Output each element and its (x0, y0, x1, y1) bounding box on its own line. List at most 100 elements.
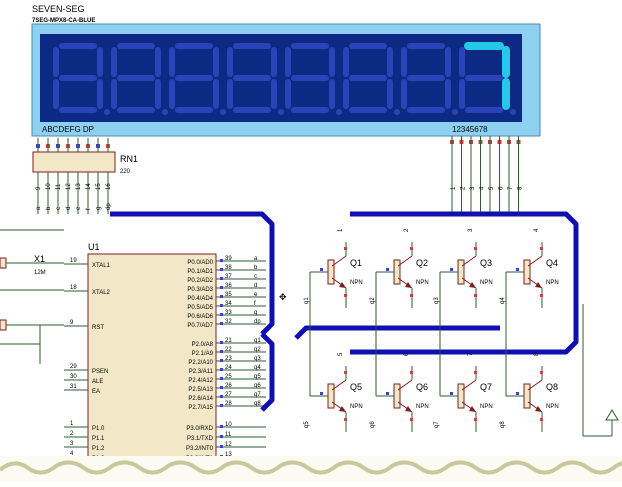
rn1-net-label: b (46, 206, 52, 210)
mcu-pin-number: 19 (70, 258, 77, 264)
resistor-network-rn1[interactable] (32, 151, 116, 173)
mcu-pin-p1.0: P1.0 (92, 426, 105, 432)
mcu-pin-number: 39 (225, 256, 232, 262)
rn1-net-label: dp (106, 203, 112, 210)
net-label: dp (254, 319, 261, 325)
net-label: f (254, 301, 256, 307)
transistor-name: Q6 (416, 382, 428, 392)
transistor-type: NPN (350, 280, 363, 286)
base-bus (294, 325, 500, 340)
net-label: q1 (254, 338, 261, 344)
transistor-name: Q8 (546, 382, 558, 392)
mcu-pin-label: P0.6/AD6 (187, 314, 213, 320)
segment-dp (162, 109, 168, 115)
rn1-net-label: f (86, 208, 92, 210)
mcu-pin-number: 18 (70, 285, 77, 291)
segment-pin-label: ABCDEFG DP (42, 125, 94, 134)
mcu-pin-number: 26 (225, 383, 232, 389)
segment-bus (110, 211, 275, 336)
transistor-type: NPN (416, 404, 429, 410)
net-label: q8 (254, 401, 261, 407)
segment-dp (220, 109, 226, 115)
net-label: d (254, 283, 257, 289)
transistor-type: NPN (480, 280, 493, 286)
base-net-label: q4 (500, 297, 506, 304)
mcu-pin-ea: EA (92, 389, 100, 395)
mcu-pin-p1.2: P1.2 (92, 446, 105, 452)
base-net-label: q2 (370, 297, 376, 304)
mcu-pin-label: P0.7/AD7 (187, 323, 213, 329)
mcu-pin-p1.1: P1.1 (92, 436, 105, 442)
mcu-pin-label: P0.5/AD5 (187, 305, 213, 311)
mcu-pin-number: 25 (225, 374, 232, 380)
digit-bus (350, 211, 579, 355)
mcu-pin-number: 4 (70, 451, 74, 457)
digit-wire-label: 8 (518, 186, 524, 190)
net-label: q3 (254, 356, 261, 362)
mcu-pin-ale: ALE (92, 379, 103, 385)
transistor-name: Q5 (350, 382, 362, 392)
display-digits (53, 42, 516, 115)
mcu-pin-number: 10 (225, 422, 232, 428)
mcu-pin-label: P2.1/A9 (192, 351, 214, 357)
net-label: q2 (254, 347, 261, 353)
mcu-pin-label: P2.7/A15 (188, 405, 213, 411)
net-label: q6 (254, 383, 261, 389)
mcu-pin-number: 28 (225, 401, 232, 407)
digit-pin-label: 12345678 (452, 125, 488, 134)
mcu-pin-number: 22 (225, 347, 232, 353)
p2-bus (260, 332, 275, 412)
digit-wire-label: 1 (451, 186, 457, 190)
segment-dp (278, 109, 284, 115)
reset-resistor[interactable] (0, 319, 7, 331)
mcu-pin-xtal1: XTAL1 (92, 263, 111, 269)
rn1-pin-number: 12 (66, 183, 72, 190)
mcu-name: U1 (88, 242, 100, 252)
mcu-pin-rst: RST (92, 325, 104, 331)
mcu-pin-number: 13 (225, 452, 232, 458)
digit-wire-label: 2 (461, 186, 467, 190)
net-label: b (254, 265, 258, 271)
ground-icon (605, 409, 619, 421)
collector-net-label: 2 (404, 228, 410, 232)
collector-net-label: 3 (468, 228, 474, 232)
net-label: e (254, 292, 258, 298)
digit-wire-label: 6 (499, 186, 505, 190)
rn1-net-label: a (36, 206, 42, 210)
crystal-body[interactable] (0, 257, 7, 269)
rn1-pin-number: 9 (36, 186, 42, 190)
decorative-wave (0, 460, 622, 475)
net-label: q7 (254, 392, 261, 398)
move-handle-icon[interactable]: ✥ (279, 292, 287, 302)
mcu-pin-number: 2 (70, 431, 74, 437)
mcu-pin-number: 24 (225, 365, 232, 371)
mcu-pin-label: P2.6/A14 (188, 396, 213, 402)
collector-net-label: 1 (338, 228, 344, 232)
base-net-label: q1 (304, 297, 310, 304)
mcu-pin-label: P3.2/INT0 (186, 446, 214, 452)
transistor-type: NPN (546, 404, 559, 410)
digit-wire-label: 5 (489, 186, 495, 190)
rn1-pin-number: 13 (76, 183, 82, 190)
mcu-pin-number: 23 (225, 356, 232, 362)
mcu-pin-label: P2.3/A11 (189, 369, 214, 375)
transistor-type: NPN (416, 280, 429, 286)
mcu-pin-label: P3.1/TXD (187, 436, 214, 442)
mcu-u1[interactable] (87, 253, 217, 483)
segment-dp (510, 109, 516, 115)
mcu-pin-label: P0.4/AD4 (187, 296, 213, 302)
net-label: a (254, 256, 258, 262)
mcu-pin-number: 34 (225, 301, 232, 307)
transistor-type: NPN (480, 404, 493, 410)
mcu-pin-number: 38 (225, 265, 232, 271)
digit-wire-label: 3 (470, 186, 476, 190)
